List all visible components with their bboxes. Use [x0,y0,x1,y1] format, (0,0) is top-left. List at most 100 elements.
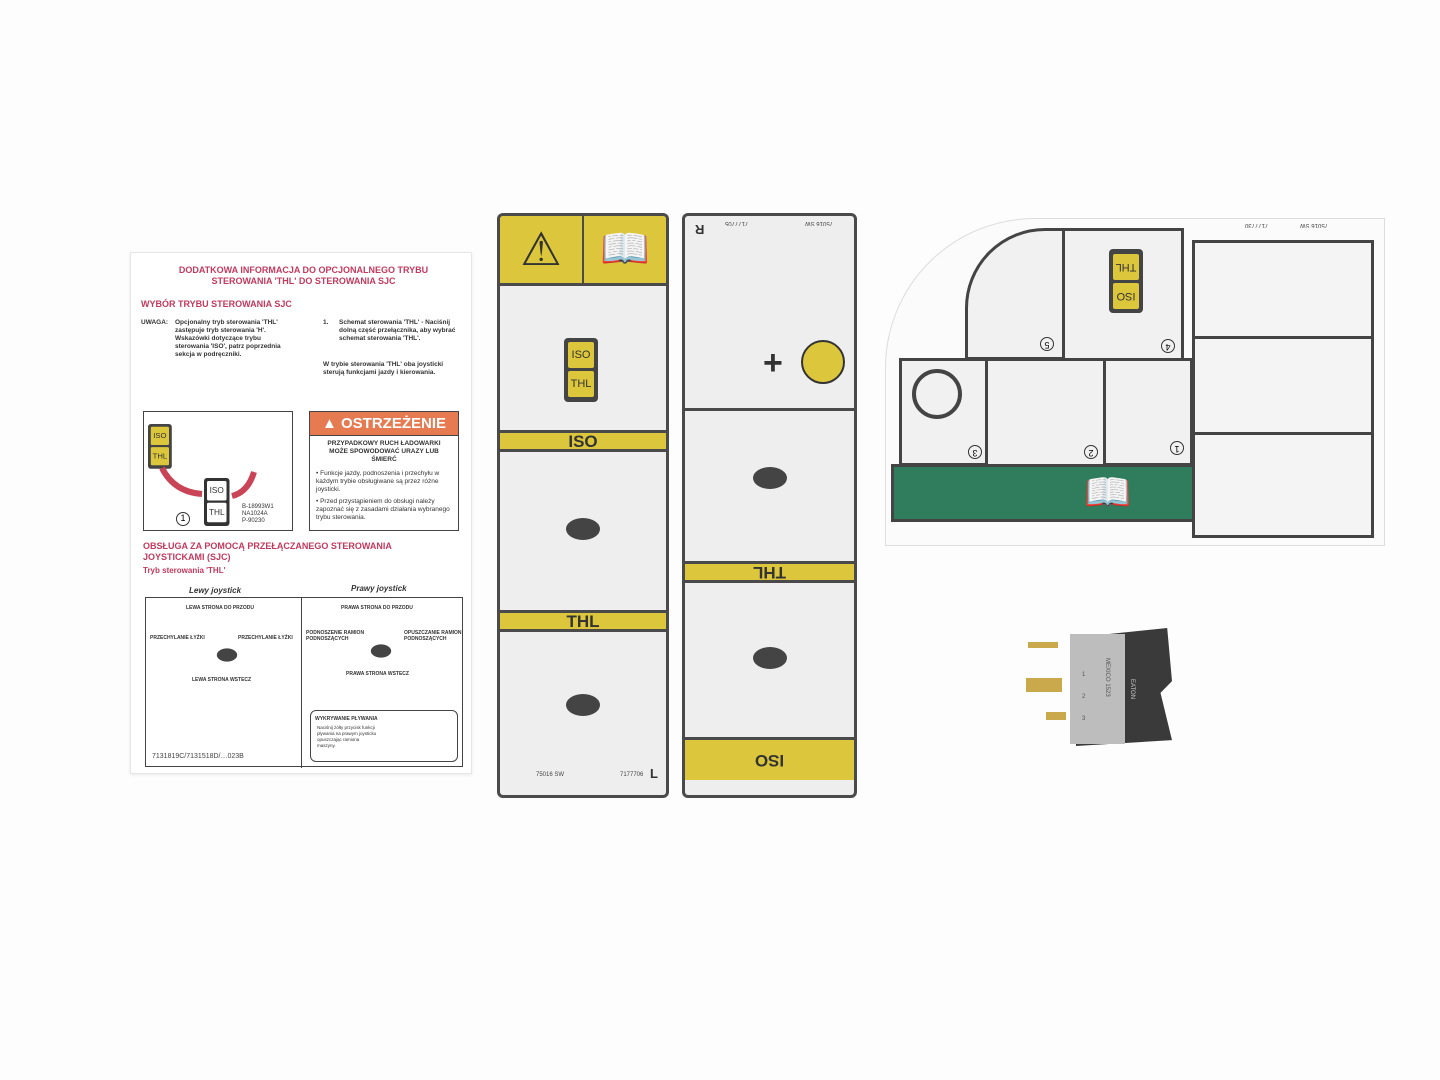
note-text: Opcjonalny tryb sterowania 'THL' zastępu… [175,319,281,358]
thl-band: THL [685,561,854,583]
float-title: WYKRYWANIE PŁYWANIA [315,716,378,722]
label: PRAWA STRONA WSTECZ [346,671,409,677]
step-number: 2 [1084,445,1098,459]
pin-number: 3 [1082,716,1086,722]
mode-switch-icon: ISO THL [564,338,598,402]
left-joystick-title: Lewy joystick [189,586,242,595]
warning-title: OSTRZEŻENIE [341,415,447,432]
iso-band: ISO [685,740,854,780]
part-code: P-90230 [242,518,265,524]
brand-marking: EATON [1129,678,1136,700]
instruction-sheet: DODATKOWA INFORMACJA DO OPCJONALNEGO TRY… [130,252,472,774]
loader-diagram-panel [1192,240,1374,538]
sheet-title: DODATKOWA INFORMACJA DO OPCJONALNEGO TRY… [178,265,429,286]
step-3-panel: 3 [899,358,989,466]
warning-triangle-icon: ⚠ [500,216,584,283]
joystick-icon [370,644,392,658]
step-2-panel: 2 [985,358,1107,468]
right-joystick-title: Prawy joystick [351,584,407,593]
section-subheading: Tryb sterowania 'THL' [143,566,226,575]
label: PRAWA STRONA DO PRZODU [341,605,413,611]
joystick-icon [566,694,600,716]
label: PRZECHYLANIE ŁYŻKI [150,635,205,641]
iso-diagram [685,583,854,740]
bullet-text: Funkcje jazdy, podnoszenia i przechyłu w… [316,470,440,493]
part-code: NA1024A [242,511,268,517]
warning-box: ▲ OSTRZEŻENIE PRZYPADKOWY RUCH ŁADOWARKI… [309,411,459,531]
manual-book-icon: 📖 [600,227,650,271]
step-number: 1. [323,319,329,326]
joystick-icon [216,648,238,662]
label: PRZECHYLANIE ŁYŻKI [238,635,293,641]
part-number: 7131819C/7131518D/…023B [152,753,244,760]
step-text: Schemat sterowania 'THL' - Naciśnij doln… [339,319,456,342]
marking-text: 1523 [1104,683,1110,697]
marking-text: MEXICO [1104,658,1110,682]
manual-green-bar: 📖 [891,464,1221,522]
section-heading: WYBÓR TRYBU STEROWANIA SJC [141,299,292,309]
label: OPUSZCZANIE RAMION PODNOSZĄCYCH [404,630,462,642]
warning-subhead: PRZYPADKOWY RUCH ŁADOWARKI MOŻE SPOWODOW… [327,440,441,463]
bullet-text: Przed przystąpieniem do obsługi należy z… [316,498,450,521]
manual-book-icon: 📖 [1084,472,1132,514]
thl-diagram [685,411,854,561]
joystick-icon [753,647,787,669]
band-label: ISO [754,751,785,770]
iso-label: ISO [207,481,227,501]
warning-bullet: • Funkcje jazdy, podnoszenia i przechyłu… [316,470,440,493]
iso-label: ISO [568,342,594,368]
step-1-panel: 1 [1103,358,1193,466]
mode-switch-icon: ISO THL [1109,249,1143,313]
float-text: Naciśnij żółty przycisk funkcji pływania… [317,725,377,748]
thl-diagram: 75016 SW 7177706 L [500,632,666,795]
float-panel: R 7177705 75016 SW + [685,216,854,411]
iso-label: ISO [1113,283,1139,309]
iso-band: ISO [500,430,666,452]
float-box: WYKRYWANIE PŁYWANIA Naciśnij żółty przyc… [310,710,458,762]
part-code: 7177705 [725,220,749,226]
header-panel: ⚠ 📖 [500,216,666,286]
band-label: THL [752,563,787,582]
callout-number: 1 [176,512,190,526]
warning-bullet: • Przed przystąpieniem do obsługi należy… [316,498,450,521]
marking: MEXICO 1523 [1104,658,1110,697]
pin-number: 2 [1082,694,1086,700]
label: PODNOSZENIE RAMION PODNOSZĄCYCH [306,630,365,642]
loader-image [1195,243,1371,339]
arrows-icon [159,466,257,499]
switch-panel: ISO THL [500,286,666,430]
iso-label: ISO [150,426,169,445]
side-marker: L [650,766,658,781]
float-button-icon [801,340,845,384]
step-number: 3 [968,445,982,459]
step-number: 1 [1170,441,1184,455]
terminal [1028,642,1058,648]
joystick-icon [566,518,600,540]
part-code: 7177706 [620,772,644,778]
iso-diagram [500,452,666,610]
note-label: UWAGA: [141,319,169,326]
thl-band: THL [500,610,666,632]
label: LEWA STRONA DO PRZODU [186,605,254,611]
plus-icon: + [763,344,783,382]
joystick-diagram: LEWA STRONA DO PRZODU PRZECHYLANIE ŁYŻKI… [145,597,463,768]
part-code: 75016 SW [536,772,565,778]
step-number: 5 [1040,337,1054,351]
part-code: 75016 SW [1300,222,1329,228]
thl-label: THL [207,502,227,523]
thl-label: THL [568,371,594,397]
warning-header: ▲ OSTRZEŻENIE [310,412,458,436]
thl-label: THL [1113,254,1139,280]
thl-info: W trybie sterowania 'THL' oba joysticki … [323,361,444,376]
joystick-icon [753,467,787,489]
section-heading: OBSŁUGA ZA POMOCĄ PRZEŁĄCZANEGO STEROWAN… [143,541,392,562]
decal-strip-left: ⚠ 📖 ISO THL ISO THL 75016 SW 7177706 L [497,213,669,798]
decal-strip-right: R 7177705 75016 SW + THL ISO [682,213,857,798]
